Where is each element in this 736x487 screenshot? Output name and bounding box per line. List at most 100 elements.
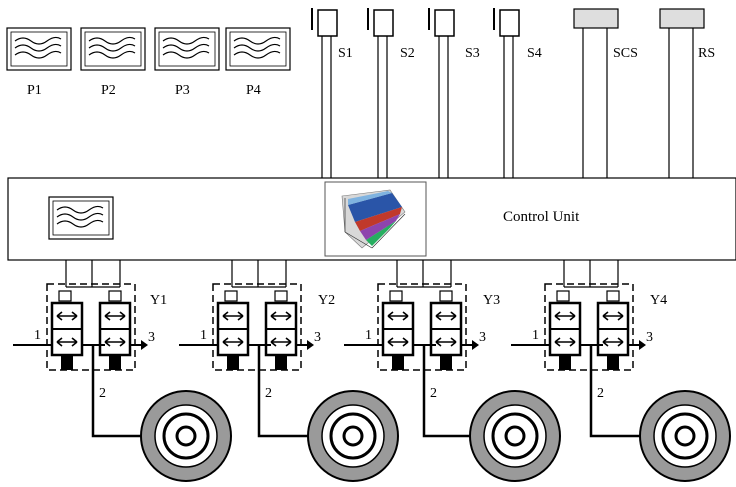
valve-arrow [104,337,126,347]
outlet-arrow [639,340,646,350]
valve-connector [224,290,238,302]
wave-icon [162,36,210,59]
pressure-sensor-group: P1 P2 P3 P4 [6,27,291,98]
solenoid-valve: 1 3 Y1 2 [13,260,186,438]
control-map-chart-icon [324,181,427,257]
valve-solenoid [392,355,404,370]
wheel-hub [674,425,696,447]
pressure-sensor: P4 [225,27,291,98]
valve-solenoid [607,355,619,370]
valve-connector [606,290,620,302]
port-3-label: 3 [148,330,155,345]
sensor-head [373,9,394,37]
pressure-sensor: P1 [6,27,72,98]
sensor-head [317,9,338,37]
control-unit-wave-icon [48,196,114,240]
sensor-head [434,9,455,37]
valve-arrow [270,337,292,347]
valve-arrow [387,311,409,321]
signal-input: S4 [493,8,542,178]
valve-label: Y4 [650,293,667,308]
valve-solenoid [109,355,121,370]
signal-label: S2 [400,46,415,61]
signal-input: SCS [573,8,638,178]
signal-input: S1 [311,8,353,178]
sensor-head [499,9,520,37]
valve-arrow [222,311,244,321]
valve-enclosure [544,283,634,371]
signal-input: S3 [428,8,480,178]
control-unit-label: Control Unit [503,209,580,225]
port-2-label: 2 [265,386,272,401]
valve-arrow [554,337,576,347]
pressure-sensor-frame [225,27,291,71]
valve-label: Y1 [150,293,167,308]
signal-input: S2 [367,8,415,178]
wheel [469,390,561,482]
port-2-label: 2 [430,386,437,401]
valve-solenoid [61,355,73,370]
wheel-hub [342,425,364,447]
valve-arrow [56,337,78,347]
outlet-arrow [307,340,314,350]
wave-icon [14,36,62,59]
pressure-sensor-frame [80,27,146,71]
pressure-sensor: P2 [80,27,146,98]
valve-solenoid [227,355,239,370]
pressure-sensor-label: P1 [27,83,42,98]
port-1-label: 1 [365,328,372,343]
valve-arrow [554,311,576,321]
wheel [639,390,731,482]
signal-label: RS [698,46,715,61]
control-unit: Control Unit [7,177,736,261]
outlet-arrow [472,340,479,350]
sensor-head [573,8,619,29]
valve-label: Y2 [318,293,335,308]
wheel [307,390,399,482]
valve-solenoid [559,355,571,370]
valve-connector [108,290,122,302]
valve-connector [439,290,453,302]
wheel-hub [504,425,526,447]
port-1-label: 1 [532,328,539,343]
pressure-sensor-label: P3 [175,83,190,98]
valve-enclosure [46,283,136,371]
valve-connector [389,290,403,302]
signal-label: S1 [338,46,353,61]
port-3-label: 3 [479,330,486,345]
signal-label: S3 [465,46,480,61]
port-3-label: 3 [646,330,653,345]
pressure-sensor-label: P2 [101,83,116,98]
valve-arrow [602,311,624,321]
valve-arrow [270,311,292,321]
pressure-sensor-frame [6,27,72,71]
pressure-sensor-frame [154,27,220,71]
port-3-label: 3 [314,330,321,345]
valve-solenoid [440,355,452,370]
pressure-sensor: P3 [154,27,220,98]
wave-icon [88,36,136,59]
port-1-label: 1 [34,328,41,343]
valve-arrow [435,311,457,321]
signal-group: S1 S2 S3 S4 SCS RS [311,8,715,178]
valve-arrow [56,311,78,321]
valve-enclosure [212,283,302,371]
valve-label: Y3 [483,293,500,308]
pressure-sensor-label: P4 [246,83,261,98]
valve-connector [274,290,288,302]
outlet-arrow [141,340,148,350]
sensor-head [659,8,705,29]
valve-arrow [222,337,244,347]
solenoid-valve: 1 3 Y3 2 [344,260,515,438]
valve-solenoid [275,355,287,370]
port-2-label: 2 [99,386,106,401]
valve-connector [556,290,570,302]
valve-arrow [104,311,126,321]
signal-input: RS [659,8,715,178]
signal-label: S4 [527,46,542,61]
wheel [140,390,232,482]
valve-enclosure [377,283,467,371]
